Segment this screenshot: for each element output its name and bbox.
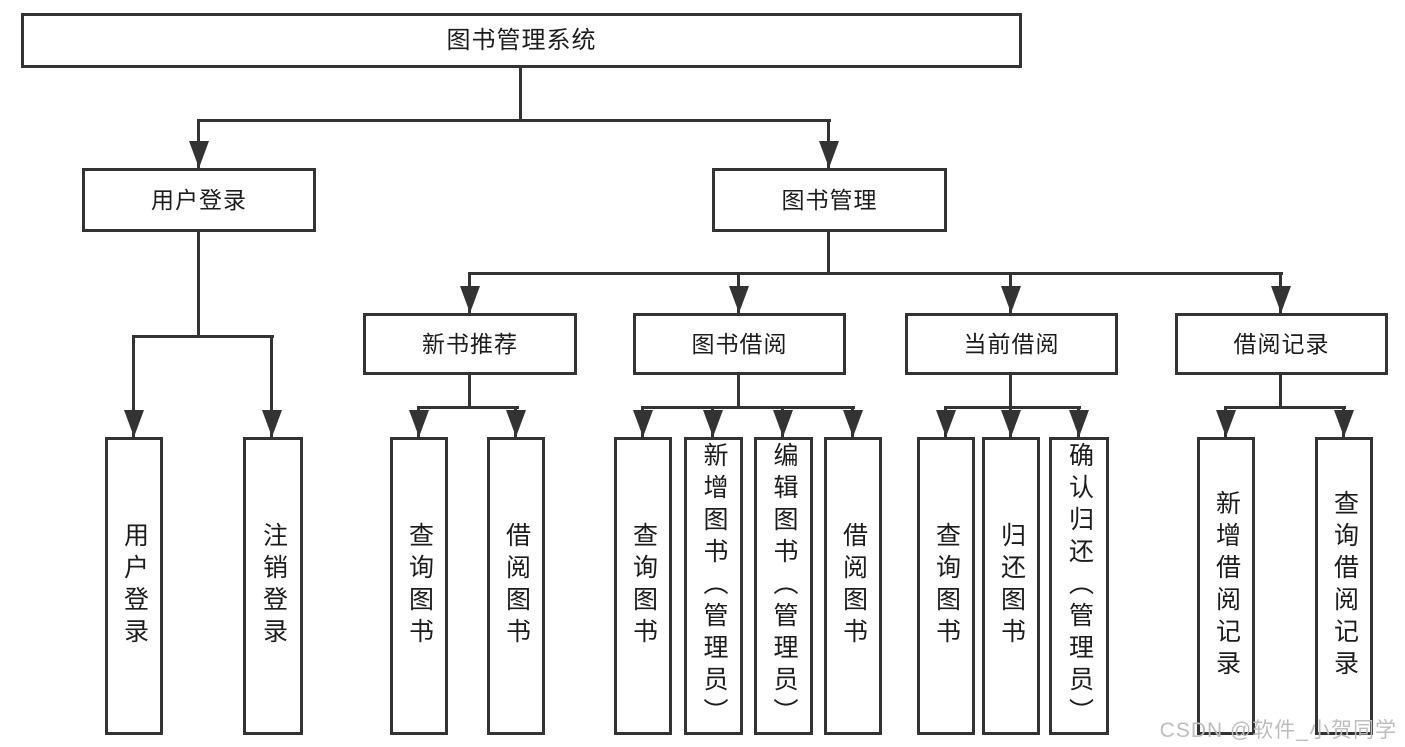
node-book-management: 图书管理: [712, 168, 947, 232]
leaf-borrow-borrow-books-label: 借阅图书: [839, 522, 868, 650]
leaf-current-query-books-label: 查询图书: [932, 522, 961, 650]
node-borrow-records: 借阅记录: [1175, 313, 1388, 375]
arrowhead-book-management: [819, 141, 839, 168]
leaf-logout: 注销登录: [243, 437, 303, 735]
arrowhead-borrow-records: [1271, 286, 1291, 313]
connector-to-leaf-login: [132, 335, 135, 437]
leaf-user-login: 用户登录: [105, 437, 163, 735]
node-borrow-records-label: 借阅记录: [1233, 330, 1330, 357]
arrowhead-newbook-borrow: [506, 410, 526, 437]
leaf-newbook-query-books: 查询图书: [390, 437, 448, 735]
leaf-logout-label: 注销登录: [259, 522, 288, 650]
connector-book-borrow-rail: [641, 406, 855, 409]
connector-current-borrow-rail: [944, 406, 1081, 409]
leaf-records-query-record-label: 查询借阅记录: [1330, 490, 1359, 682]
arrowhead-borrow-borrow: [843, 410, 863, 437]
node-new-book-recommend: 新书推荐: [363, 313, 577, 375]
arrowhead-current-confirm: [1069, 410, 1089, 437]
arrowhead-records-add: [1216, 410, 1236, 437]
arrowhead-leaf-logout: [262, 410, 282, 437]
connector-borrow-records-rail: [1224, 406, 1346, 409]
connector-user-login-stem: [197, 232, 200, 338]
node-current-borrow: 当前借阅: [905, 313, 1118, 375]
arrowhead-user-login: [189, 141, 209, 168]
leaf-current-confirm-return-admin: 确认归还（管理员）: [1049, 437, 1109, 735]
arrowhead-borrow-edit: [773, 410, 793, 437]
leaf-newbook-query-books-label: 查询图书: [405, 522, 434, 650]
arrowhead-current-borrow: [1001, 286, 1021, 313]
arrowhead-current-query: [936, 410, 956, 437]
leaf-borrow-query-books: 查询图书: [614, 437, 672, 735]
leaf-user-login-label: 用户登录: [120, 522, 149, 650]
connector-new-book-rail: [417, 406, 519, 409]
leaf-records-query-record: 查询借阅记录: [1315, 437, 1373, 735]
leaf-records-add-record: 新增借阅记录: [1197, 437, 1255, 735]
leaf-borrow-add-books-admin: 新增图书（管理员）: [684, 437, 743, 735]
leaf-newbook-borrow-books: 借阅图书: [487, 437, 545, 735]
connector-user-login-rail: [132, 335, 274, 338]
arrowhead-records-query: [1334, 410, 1354, 437]
leaf-current-confirm-return-admin-label: 确认归还（管理员）: [1065, 442, 1094, 730]
connector-root-rail: [197, 119, 831, 122]
connector-new-book-stem: [468, 375, 471, 409]
node-user-login: 用户登录: [82, 168, 316, 232]
leaf-borrow-add-books-admin-label: 新增图书（管理员）: [700, 442, 728, 730]
connector-borrow-records-stem: [1279, 375, 1282, 409]
node-user-login-label: 用户登录: [151, 186, 247, 213]
connector-book-borrow-stem: [737, 375, 740, 409]
node-root: 图书管理系统: [21, 13, 1022, 68]
arrowhead-current-return: [1001, 410, 1021, 437]
leaf-records-add-record-label: 新增借阅记录: [1212, 490, 1241, 682]
leaf-borrow-query-books-label: 查询图书: [629, 522, 658, 650]
leaf-borrow-edit-books-admin-label: 编辑图书（管理员）: [770, 442, 798, 730]
node-root-label: 图书管理系统: [446, 26, 597, 54]
node-book-borrow-label: 图书借阅: [691, 330, 788, 357]
csdn-watermark: CSDN @软件_小贺同学: [1159, 719, 1397, 742]
leaf-borrow-edit-books-admin: 编辑图书（管理员）: [754, 437, 813, 735]
node-new-book-recommend-label: 新书推荐: [422, 330, 518, 357]
node-book-management-label: 图书管理: [781, 186, 878, 213]
connector-book-management-stem: [827, 232, 830, 275]
leaf-current-return-books-label: 归还图书: [997, 522, 1026, 650]
connector-current-borrow-stem: [1009, 375, 1012, 409]
leaf-newbook-borrow-books-label: 借阅图书: [502, 522, 531, 650]
arrowhead-borrow-add: [703, 410, 723, 437]
arrowhead-book-borrow: [729, 286, 749, 313]
leaf-borrow-borrow-books: 借阅图书: [824, 437, 882, 735]
leaf-current-query-books: 查询图书: [917, 437, 975, 735]
node-current-borrow-label: 当前借阅: [963, 330, 1060, 357]
connector-book-management-rail: [468, 272, 1283, 275]
leaf-current-return-books: 归还图书: [982, 437, 1040, 735]
arrowhead-newbook-query: [409, 410, 429, 437]
node-book-borrow: 图书借阅: [633, 313, 846, 375]
connector-to-leaf-logout: [270, 335, 273, 437]
arrowhead-borrow-query: [633, 410, 653, 437]
arrowhead-leaf-login: [124, 410, 144, 437]
arrowhead-new-book: [460, 286, 480, 313]
connector-root-stem: [519, 68, 522, 120]
